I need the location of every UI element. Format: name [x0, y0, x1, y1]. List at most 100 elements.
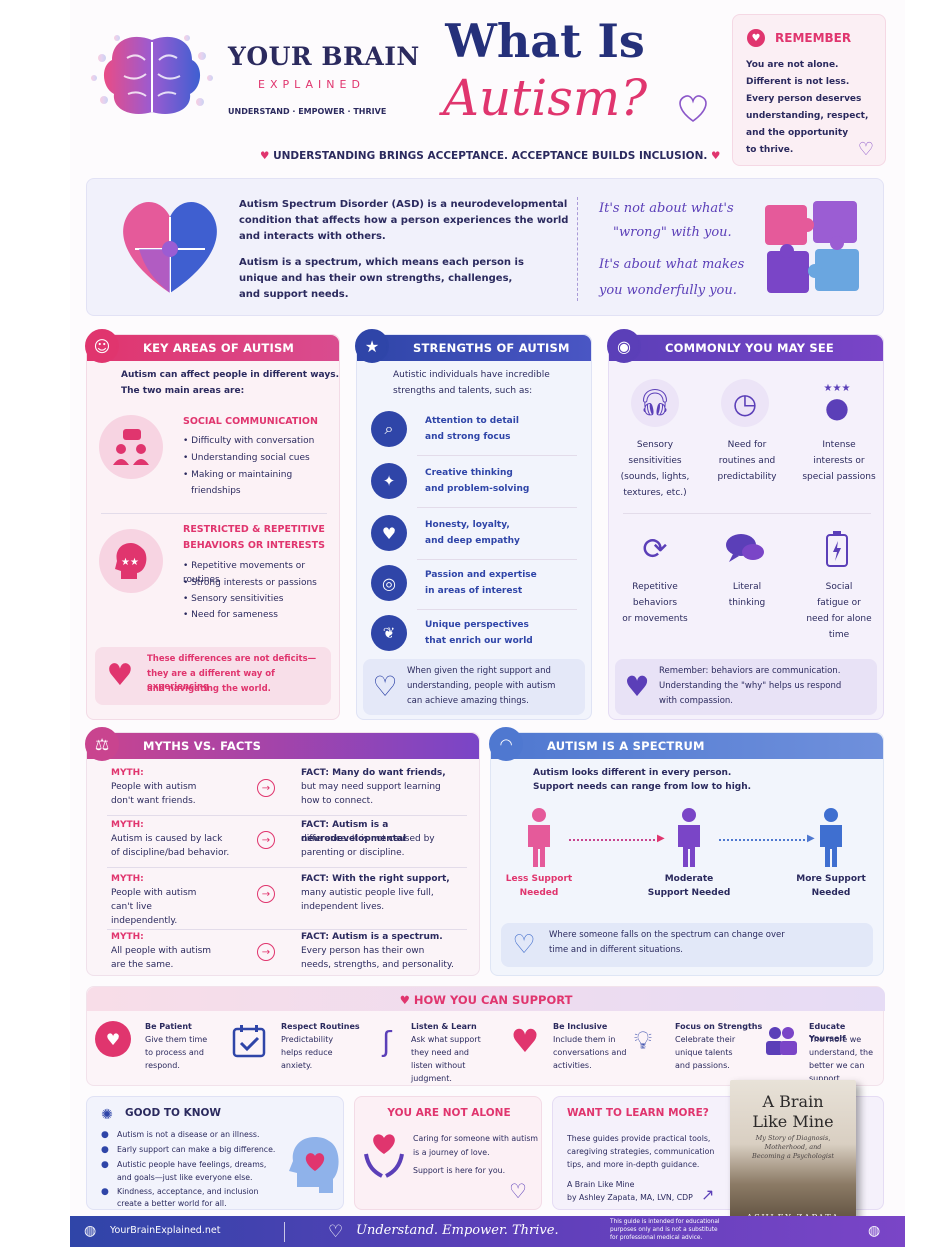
- commonly-header: COMMONLY YOU MAY SEE: [609, 335, 883, 361]
- spectrum-level: Needed: [519, 888, 559, 898]
- puzzle-pieces-icon: [759, 199, 869, 299]
- intro-quote: It's not about what's: [599, 201, 734, 216]
- myth-text: People with autism: [111, 888, 197, 898]
- myth-label: MYTH:: [111, 820, 144, 830]
- intro-text: and support needs.: [239, 289, 349, 300]
- support-item-text: activities.: [553, 1061, 592, 1070]
- not-alone-card: YOU ARE NOT ALONE Caring for someone wit…: [354, 1096, 542, 1210]
- commonly-note: ♥ Remember: behaviors are communication.…: [615, 659, 877, 715]
- myth-text: are the same.: [111, 960, 174, 970]
- common-item: thinking: [728, 598, 766, 608]
- lightbulb-icon: 💡︎: [633, 1025, 653, 1056]
- remember-line: Every person deserves: [746, 94, 862, 104]
- support-item-text: respond.: [145, 1061, 180, 1070]
- common-item: or movements: [622, 614, 688, 624]
- star-icon: ★: [355, 329, 389, 363]
- commonly-note-text: Remember: behaviors are communication.: [659, 666, 841, 676]
- strength-item: and deep empathy: [425, 536, 520, 546]
- support-item-title: Respect Routines: [281, 1022, 360, 1031]
- restricted-item: • Need for sameness: [183, 610, 278, 620]
- tagline: ♥ UNDERSTANDING BRINGS ACCEPTANCE. ACCEP…: [260, 150, 721, 162]
- spectrum-note-text: time and in different situations.: [549, 945, 683, 955]
- commonly-note-text: Understanding the "why" helps us respond: [659, 681, 842, 691]
- spectrum-header: AUTISM IS A SPECTRUM: [491, 733, 883, 759]
- strengths-title: STRENGTHS OF AUTISM: [413, 341, 570, 355]
- arrow-head: ▶: [807, 833, 815, 844]
- social-item: • Making or maintaining: [183, 470, 293, 480]
- puzzle-heart-icon: [115, 193, 225, 297]
- restricted-title: RESTRICTED & REPETITIVE: [183, 524, 325, 535]
- key-intro: The two main areas are:: [121, 386, 245, 396]
- book-subtitle: Motherhood, and: [764, 1143, 822, 1151]
- strength-item: Creative thinking: [425, 468, 513, 478]
- infographic-sheet: YOUR BRAIN EXPLAINED UNDERSTAND · EMPOWE…: [70, 0, 905, 1247]
- restricted-item: • Strong interests or passions: [183, 578, 317, 588]
- support-title: ♥ HOW YOU CAN SUPPORT: [399, 993, 573, 1007]
- sprout-icon: ❦: [371, 615, 407, 651]
- strength-item: Honesty, loyalty,: [425, 520, 510, 530]
- lightbulb-icon: ✦: [371, 463, 407, 499]
- learn-title: WANT TO LEARN MORE?: [567, 1107, 709, 1119]
- myths-header: MYTHS VS. FACTS: [87, 733, 479, 759]
- divider: [577, 197, 578, 301]
- commonly-card: COMMONLY YOU MAY SEE ◉ 🎧︎ Sensory sensit…: [607, 329, 884, 720]
- footer-site[interactable]: YourBrainExplained.net: [110, 1225, 221, 1236]
- book-title: A Brain: [762, 1092, 824, 1111]
- strengths-note-text: When given the right support and: [407, 666, 551, 676]
- social-item: • Understanding social cues: [183, 453, 310, 463]
- common-item: interests or: [813, 456, 865, 466]
- restricted-item: • Sensory sensitivities: [183, 594, 284, 604]
- book-cover[interactable]: A Brain Like Mine My Story of Diagnosis,…: [730, 1080, 856, 1240]
- divider: [417, 609, 577, 610]
- person-icon: ☺: [85, 329, 119, 363]
- divider: [107, 929, 467, 930]
- globe-icon: ◍: [868, 1223, 881, 1239]
- learn-book-author: by Ashley Zapata, MA, LVN, CDP: [567, 1193, 693, 1202]
- support-item-text: judgment.: [411, 1074, 452, 1083]
- key-note-text: and navigating the world.: [147, 684, 271, 694]
- repeat-icon: ⟳: [642, 531, 668, 567]
- dotted-arrow: [569, 839, 659, 841]
- myths-title: MYTHS VS. FACTS: [143, 739, 262, 753]
- myth-text: don't want friends.: [111, 796, 196, 806]
- common-item: Need for: [727, 440, 767, 450]
- book-subtitle: My Story of Diagnosis,: [755, 1134, 831, 1142]
- ear-icon: ʃ: [382, 1024, 392, 1058]
- arrow-head: ▶: [657, 833, 665, 844]
- heart-icon: ♥: [747, 29, 765, 47]
- good-item: and goals—just like everyone else.: [117, 1173, 253, 1182]
- myths-card: MYTHS VS. FACTS ⚖ MYTH: People with auti…: [85, 727, 480, 976]
- person-purple-icon: [669, 805, 709, 871]
- support-item-text: anxiety.: [281, 1061, 313, 1070]
- heart-icon: ♥: [371, 515, 407, 551]
- common-item: need for alone: [806, 614, 872, 624]
- title-line-1: What Is: [445, 14, 645, 68]
- remember-card: ♥ REMEMBER You are not alone. Different …: [732, 14, 886, 166]
- check-icon: ●: [101, 1145, 109, 1155]
- strengths-note: ♡ When given the right support and under…: [363, 659, 585, 715]
- intro-quote: "wrong" with you.: [613, 225, 732, 240]
- footer-disclaimer: for professional medical advice.: [610, 1235, 703, 1241]
- fact-text: independent lives.: [301, 902, 385, 912]
- support-item-text: unique talents: [675, 1048, 733, 1057]
- divider: [417, 455, 577, 456]
- heart-outline-icon: ♡: [372, 669, 398, 703]
- remember-title: REMEMBER: [775, 31, 852, 45]
- rainbow-icon: ◠: [489, 727, 523, 761]
- learn-text: caregiving strategies, communication: [567, 1147, 715, 1156]
- support-header-band: [87, 987, 885, 1011]
- brand-tagline: UNDERSTAND · EMPOWER · THRIVE: [228, 107, 387, 116]
- chat-heart-icon: ♥: [95, 1021, 131, 1057]
- arrow-icon: ↗: [701, 1185, 715, 1204]
- fact-text: FACT: Autism is a neurodevelopmental: [301, 820, 407, 844]
- hands-heart-icon: [363, 1131, 405, 1179]
- support-item-title: Focus on Strengths: [675, 1022, 763, 1031]
- speech-bubbles-icon: [721, 525, 769, 573]
- common-item: sensitivities: [628, 456, 682, 466]
- spectrum-level: Less Support: [505, 874, 573, 884]
- strengths-intro: strengths and talents, such as:: [393, 386, 533, 396]
- brand-name: YOUR BRAIN: [228, 42, 420, 71]
- good-item: Kindness, acceptance, and inclusion: [117, 1187, 259, 1196]
- globe-icon: ◍: [84, 1223, 97, 1239]
- support-item-title: Educate Yourself: [809, 1022, 846, 1044]
